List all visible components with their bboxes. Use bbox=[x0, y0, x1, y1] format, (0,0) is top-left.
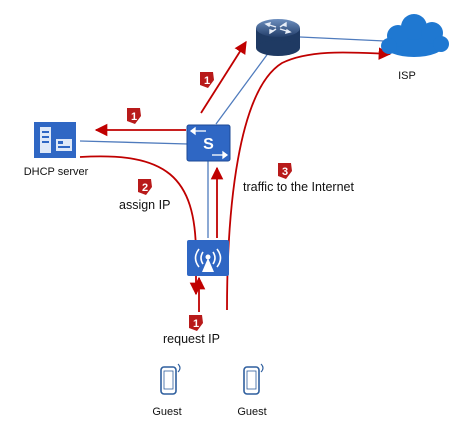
router-node bbox=[256, 19, 300, 56]
link-switch-router bbox=[215, 47, 273, 125]
network-links bbox=[79, 36, 385, 238]
svg-text:1: 1 bbox=[204, 75, 210, 87]
link-dhcp-switch bbox=[79, 140, 189, 145]
guest-node-2: Guest bbox=[237, 363, 267, 418]
arrow-switch-to-router bbox=[200, 40, 247, 114]
phone-icon bbox=[160, 363, 181, 395]
svg-text:2: 2 bbox=[142, 182, 148, 194]
guest-node-1: Guest bbox=[152, 363, 182, 418]
isp-node: ISP bbox=[381, 14, 449, 82]
switch-node: S bbox=[186, 124, 231, 162]
isp-label: ISP bbox=[398, 70, 416, 82]
server-icon bbox=[34, 122, 76, 158]
router-icon bbox=[256, 19, 300, 56]
svg-text:3: 3 bbox=[282, 166, 288, 178]
guest-1-label: Guest bbox=[152, 406, 181, 418]
access-point-node bbox=[187, 240, 229, 276]
arrow-internet-traffic bbox=[226, 47, 392, 311]
step-badge-switch-to-router: 1 bbox=[200, 72, 214, 88]
step-badge-internet-traffic: 3 bbox=[278, 163, 292, 179]
link-router-isp bbox=[299, 36, 385, 42]
flow-arrows bbox=[79, 40, 392, 312]
phone-icon bbox=[243, 363, 264, 395]
assign-ip-label: assign IP bbox=[119, 198, 170, 212]
step-badge-switch-to-dhcp: 1 bbox=[127, 108, 141, 124]
svg-text:1: 1 bbox=[131, 111, 137, 123]
guest-2-label: Guest bbox=[237, 406, 266, 418]
wireless-ap-icon bbox=[187, 240, 229, 276]
svg-text:1: 1 bbox=[193, 318, 199, 330]
arrow-assign-ip bbox=[79, 155, 203, 296]
switch-icon: S bbox=[186, 124, 231, 162]
step-badge-assign-ip: 2 bbox=[138, 179, 152, 195]
step-badge-request-ip: 1 bbox=[189, 315, 203, 331]
cloud-icon bbox=[381, 14, 449, 57]
internet-traffic-label: traffic to the Internet bbox=[243, 180, 354, 194]
dhcp-server-node: DHCP server bbox=[24, 122, 89, 178]
request-ip-label: request IP bbox=[163, 332, 220, 346]
switch-glyph: S bbox=[203, 136, 214, 153]
dhcp-server-label: DHCP server bbox=[24, 166, 89, 178]
